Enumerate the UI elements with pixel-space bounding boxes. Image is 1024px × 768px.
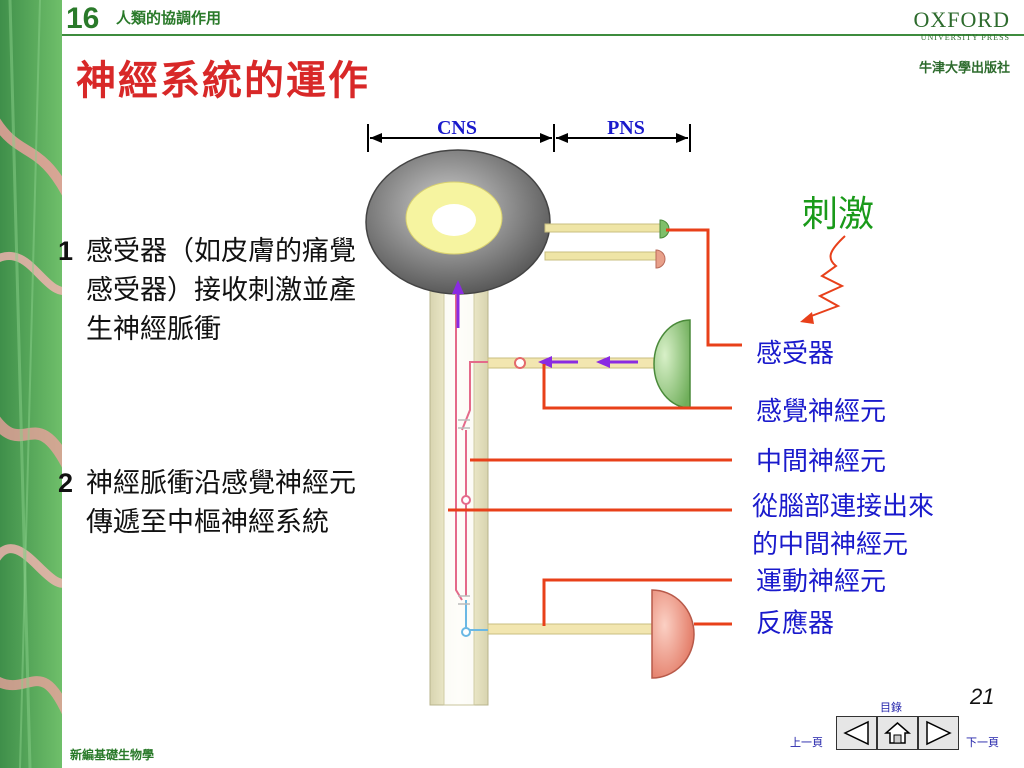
label-pointers (448, 228, 742, 626)
publisher-name-zh: 牛津大學出版社 (918, 61, 1010, 76)
spinal-cord-canal (443, 269, 475, 706)
step-1-text: 感受器（如皮膚的痛覺感受器）接收刺激並產生神經脈衝 (86, 236, 356, 345)
pns-label: PNS (607, 117, 645, 139)
next-button[interactable] (918, 716, 959, 750)
contents-link[interactable]: 目錄 (880, 701, 902, 714)
header-rule (62, 34, 1024, 36)
interneuron-label: 中間神經元 (756, 447, 886, 477)
stimulus-zigzag (805, 235, 846, 319)
page-number: 21 (970, 684, 995, 709)
synapse-marks (458, 419, 470, 605)
step-2: 2 神經脈衝沿感覺神經元傳遞至中樞神經系統 (58, 464, 373, 542)
step-2-number: 2 (58, 468, 74, 498)
cns-pns-scale (367, 124, 691, 152)
home-icon (883, 722, 912, 744)
brain-interneuron-label-line2: 的中間神經元 (752, 530, 908, 560)
sensory-neuron-label: 感覺神經元 (756, 397, 886, 427)
receptor-label: 感受器 (756, 339, 834, 369)
brain-interneuron-label-line1: 從腦部連接出來 (752, 492, 934, 522)
brain-cavity (432, 204, 476, 236)
motor-neuron-label: 運動神經元 (756, 567, 886, 597)
motor-neuron-pointer (542, 578, 732, 626)
slide-title: 神經系統的運作 (76, 57, 370, 104)
stimulus-label: 刺激 (802, 194, 874, 235)
home-button[interactable] (877, 716, 918, 750)
small-effector-top (655, 249, 666, 269)
step-2-text: 神經脈衝沿感覺神經元傳遞至中樞神經系統 (86, 468, 356, 538)
cns-label: CNS (437, 117, 477, 139)
step-1: 1 感受器（如皮膚的痛覺感受器）接收刺激並產生神經脈衝 (58, 232, 373, 349)
publisher-logo: OXFORD (913, 7, 1010, 32)
next-link[interactable]: 下一頁 (966, 736, 999, 749)
receptor-pointer (666, 228, 742, 347)
sensory-cell-body (514, 357, 526, 369)
sensory-neuron-pointer (542, 364, 732, 410)
receptor-shape (653, 319, 691, 409)
interneuron-cell-body (461, 495, 471, 505)
step-1-number: 1 (58, 236, 74, 266)
second-nerve-branch (544, 251, 661, 261)
triangle-right-icon (926, 720, 952, 746)
chapter-title: 人類的協調作用 (116, 9, 222, 27)
previous-button[interactable] (836, 716, 877, 750)
decorative-side-band (0, 0, 62, 768)
publisher-subtitle: UNIVERSITY PRESS (920, 33, 1010, 42)
upper-nerve-branch (544, 223, 666, 233)
motor-cell-body (461, 627, 471, 637)
triangle-left-icon (843, 720, 869, 746)
motor-nerve-branch (487, 623, 654, 635)
footer-book-title: 新編基礎生物學 (70, 748, 155, 762)
effector-shape (651, 589, 695, 679)
impulse-arrows (452, 280, 638, 368)
stimulus-arrowhead (800, 312, 814, 324)
previous-link[interactable]: 上一頁 (790, 736, 823, 749)
muscle-texture-image (0, 0, 62, 768)
effector-label: 反應器 (756, 609, 834, 639)
chapter-number: 16 (66, 2, 100, 35)
